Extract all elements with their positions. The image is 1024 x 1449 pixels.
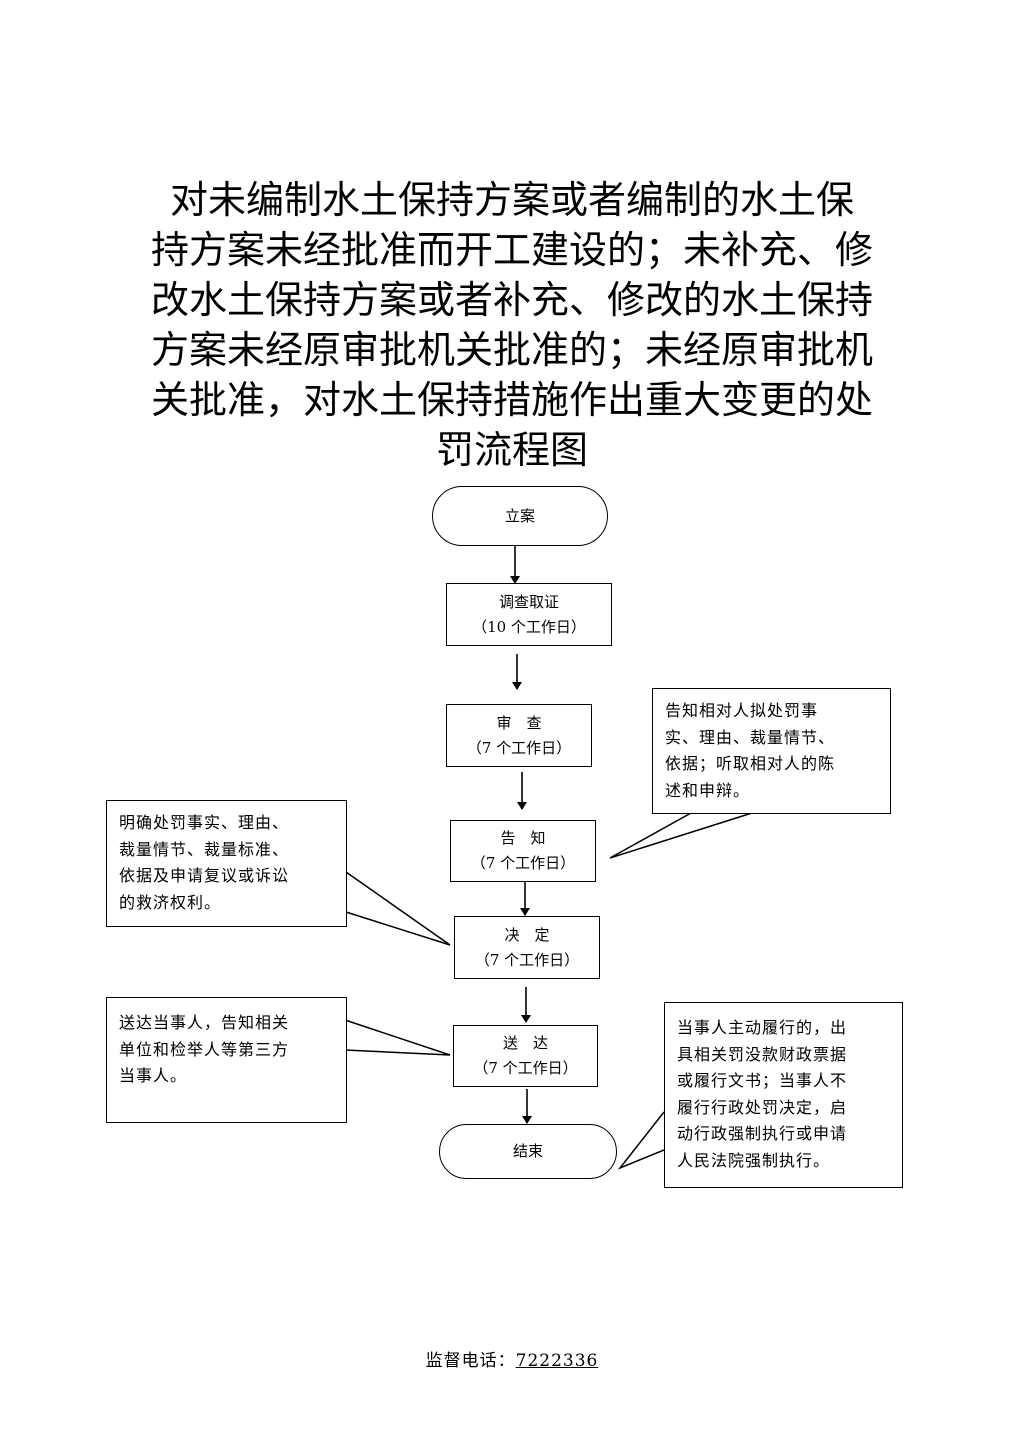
note-line: 依据；听取相对人的陈 <box>665 754 836 773</box>
end-node: 结束 <box>439 1124 617 1179</box>
start-node: 立案 <box>432 486 608 546</box>
note-line: 或履行文书；当事人不 <box>677 1071 848 1090</box>
step-label: 决 定 <box>504 925 550 944</box>
review-step: 审 查 （7 个工作日） <box>446 704 592 767</box>
note-line: 当事人。 <box>119 1066 188 1085</box>
deliver-note: 送达当事人，告知相关 单位和检举人等第三方 当事人。 <box>106 997 347 1123</box>
callout-pointer-deliver <box>344 1019 451 1056</box>
note-line: 当事人主动履行的，出 <box>677 1018 848 1037</box>
hotline-number: 7222336 <box>515 1351 599 1371</box>
step-duration: （7 个工作日） <box>470 854 576 872</box>
note-line: 明确处罚事实、理由、 <box>119 813 290 832</box>
supervision-hotline: 监督电话：7222336 <box>0 1346 1024 1371</box>
step-label: 调查取证 <box>498 592 559 611</box>
callout-pointer-decide <box>345 871 451 946</box>
notify-step: 告 知 （7 个工作日） <box>450 820 596 882</box>
page-title: 对未编制水土保持方案或者编制的水土保 持方案未经批准而开工建设的；未补充、修 改… <box>140 175 884 475</box>
title-line: 对未编制水土保持方案或者编制的水土保 <box>169 178 854 222</box>
step-label: 告 知 <box>500 829 546 847</box>
note-line: 依据及申请复议或诉讼 <box>119 866 290 885</box>
decide-note: 明确处罚事实、理由、 裁量情节、裁量标准、 依据及申请复议或诉讼 的救济权利。 <box>106 800 347 927</box>
note-line: 具相关罚没款财政票据 <box>677 1044 848 1064</box>
note-line: 实、理由、裁量情节、 <box>665 727 836 747</box>
note-line: 裁量情节、裁量标准、 <box>119 839 290 859</box>
step-duration: （7 个工作日） <box>466 738 572 757</box>
note-line: 告知相对人拟处罚事 <box>665 701 819 720</box>
step-label: 送 达 <box>502 1034 548 1052</box>
end-label: 结束 <box>512 1142 543 1160</box>
note-line: 履行行政处罚决定，启 <box>677 1097 848 1117</box>
note-line: 的救济权利。 <box>119 892 222 912</box>
title-line: 持方案未经批准而开工建设的；未补充、修 <box>150 228 873 272</box>
step-label: 审 查 <box>496 713 542 732</box>
title-line: 改水土保持方案或者补充、修改的水土保持 <box>150 278 873 322</box>
note-line: 单位和检举人等第三方 <box>119 1039 290 1059</box>
end-note: 当事人主动履行的，出 具相关罚没款财政票据 或履行文书；当事人不 履行行政处罚决… <box>664 1002 903 1188</box>
callout-pointer-notify <box>609 812 753 859</box>
step-duration: （10 个工作日） <box>472 617 586 636</box>
note-line: 述和申辩。 <box>665 780 751 800</box>
title-line: 关批准，对水土保持措施作出重大变更的处 <box>150 378 873 422</box>
deliver-step: 送 达 （7 个工作日） <box>453 1025 598 1087</box>
note-line: 送达当事人，告知相关 <box>119 1013 290 1032</box>
step-duration: （7 个工作日） <box>473 1059 578 1077</box>
callout-pointer-end <box>617 1111 665 1170</box>
notify-note: 告知相对人拟处罚事 实、理由、裁量情节、 依据；听取相对人的陈 述和申辩。 <box>652 688 891 814</box>
start-label: 立案 <box>504 506 535 525</box>
hotline-label: 监督电话： <box>425 1351 516 1371</box>
note-line: 动行政强制执行或申请 <box>677 1124 848 1143</box>
note-line: 人民法院强制执行。 <box>677 1150 831 1170</box>
investigate-step: 调查取证 （10 个工作日） <box>446 583 612 646</box>
title-line: 罚流程图 <box>435 428 588 472</box>
step-duration: （7 个工作日） <box>474 950 580 969</box>
decide-step: 决 定 （7 个工作日） <box>454 916 600 979</box>
title-line: 方案未经原审批机关批准的；未经原审批机 <box>150 328 873 372</box>
